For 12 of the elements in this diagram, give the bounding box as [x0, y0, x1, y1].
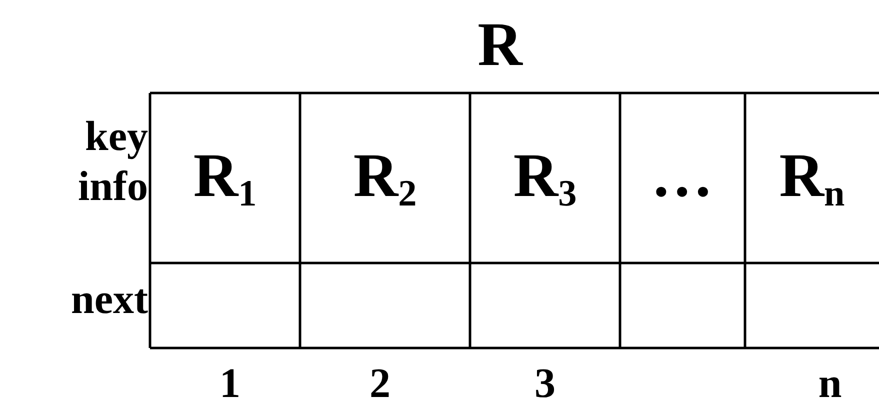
record-label: R$_{2}$: [353, 145, 417, 207]
record-label: …: [651, 145, 713, 207]
record-label: R$_{3}$: [513, 145, 577, 207]
table-title: R: [478, 14, 522, 76]
column-number: 3: [534, 363, 556, 405]
column-number: n: [818, 363, 842, 405]
column-number: 2: [370, 363, 390, 405]
column-number: 1: [220, 363, 240, 405]
row-label: key info: [76, 113, 148, 212]
record-label: R$_{1}$: [193, 145, 257, 207]
row-label: next: [70, 276, 148, 325]
record-label: R$_{n}$: [779, 145, 845, 207]
